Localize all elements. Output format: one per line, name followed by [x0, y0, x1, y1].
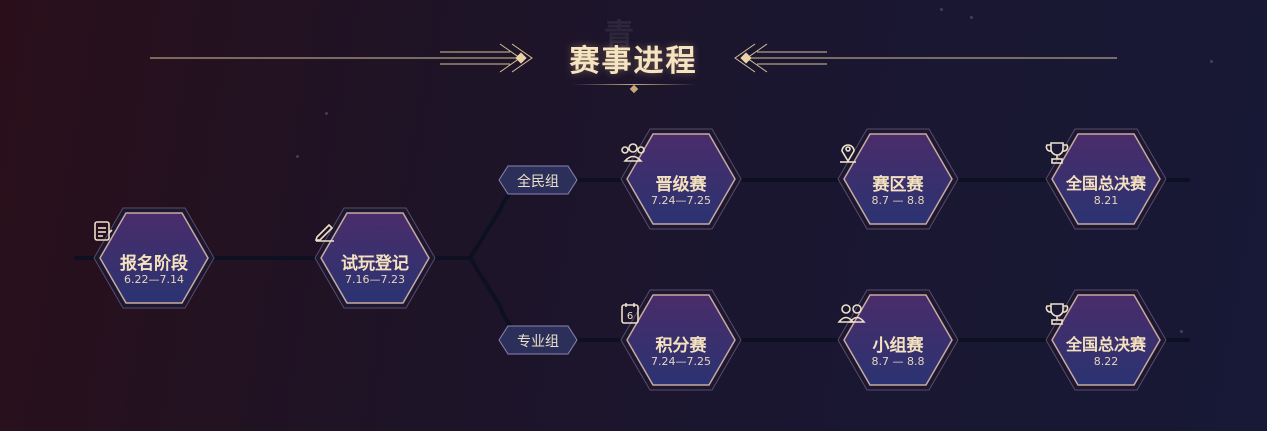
background-speck	[1210, 60, 1213, 63]
stage-name: 小组赛	[872, 336, 924, 356]
stage-name: 积分赛	[655, 336, 707, 356]
group-label: 全民组	[517, 174, 559, 190]
group-tag-pro[interactable]: 专业组	[498, 325, 578, 355]
stage-public-final[interactable]: 全国总决赛 8.21	[1044, 126, 1168, 232]
stage-name: 晋级赛	[655, 175, 707, 195]
background-speck	[1180, 330, 1183, 333]
page-title: 赛事进程	[569, 44, 698, 79]
stage-name: 赛区赛	[872, 175, 924, 195]
stage-name: 报名阶段	[120, 254, 188, 274]
title-diamond-icon	[629, 84, 639, 94]
background-speck	[970, 16, 973, 19]
stage-public-regional[interactable]: 赛区赛 8.7 — 8.8	[836, 126, 960, 232]
calendar-icon-text: 6	[627, 311, 633, 322]
stage-pro-points[interactable]: 6 积分赛 7.24—7.25	[619, 287, 743, 393]
stage-date: 8.7 — 8.8	[871, 355, 925, 368]
section-header: 青 赛事进程	[0, 18, 1267, 98]
stage-name: 全国总决赛	[1065, 335, 1146, 354]
stage-public-promotion[interactable]: 晋级赛 7.24—7.25	[619, 126, 743, 232]
group-label: 专业组	[517, 334, 559, 350]
stage-name: 全国总决赛	[1065, 174, 1146, 193]
background-speck	[325, 112, 328, 115]
stage-pro-final[interactable]: 全国总决赛 8.22	[1044, 287, 1168, 393]
stage-name: 试玩登记	[341, 254, 409, 274]
stage-date: 8.22	[1093, 355, 1119, 368]
title-underline	[572, 84, 696, 85]
stage-date: 8.7 — 8.8	[871, 194, 925, 207]
stage-date: 7.24—7.25	[651, 194, 711, 207]
stage-date: 6.22—7.14	[124, 273, 184, 286]
background-speck	[296, 155, 299, 158]
title-watermark: 青	[604, 18, 634, 53]
group-tag-public[interactable]: 全民组	[498, 165, 578, 195]
stage-date: 7.24—7.25	[651, 355, 711, 368]
stage-date: 7.16—7.23	[345, 273, 405, 286]
stage-pro-group[interactable]: 小组赛 8.7 — 8.8	[836, 287, 960, 393]
stage-signup[interactable]: 报名阶段 6.22—7.14	[92, 205, 216, 311]
stage-trial[interactable]: 试玩登记 7.16—7.23	[313, 205, 437, 311]
background-speck	[940, 8, 943, 11]
stage-date: 8.21	[1093, 194, 1119, 207]
